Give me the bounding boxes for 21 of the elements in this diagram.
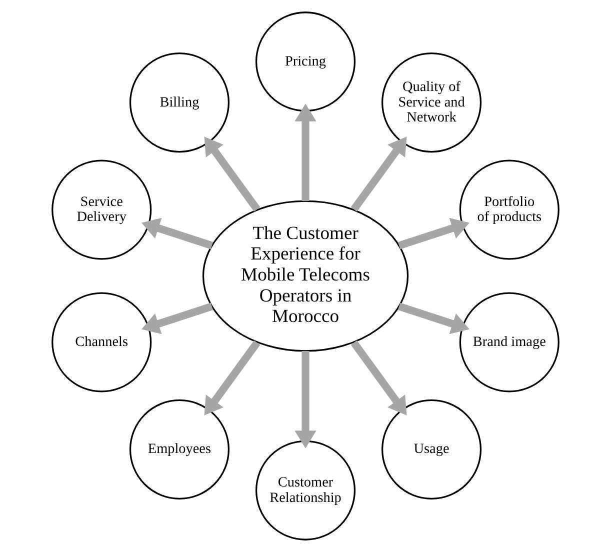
node-circle: Employees <box>129 399 230 500</box>
arrow <box>204 340 260 416</box>
arrow <box>350 340 407 416</box>
node-circle: Pricing <box>255 12 356 112</box>
node-circle: Usage <box>381 399 482 500</box>
arrow <box>142 218 214 250</box>
node-circle: Quality of Service and Network <box>381 52 482 153</box>
arrow <box>398 218 470 250</box>
arrow <box>350 136 407 212</box>
arrow <box>398 302 470 334</box>
node-circle: Portfolio of products <box>459 160 560 260</box>
node-ellipse: The Customer Experience for Mobile Telecoms Operators in Morocco <box>202 200 409 352</box>
arrow <box>294 351 316 448</box>
node-circle: Channels <box>52 292 152 392</box>
node-circle: Service Delivery <box>52 160 152 260</box>
arrow <box>142 302 214 334</box>
node-circle: Customer Relationship <box>255 440 356 540</box>
node-circle: Billing <box>129 52 230 153</box>
node-circle: Brand image <box>459 292 560 392</box>
arrow <box>294 104 316 201</box>
arrow <box>204 136 260 212</box>
